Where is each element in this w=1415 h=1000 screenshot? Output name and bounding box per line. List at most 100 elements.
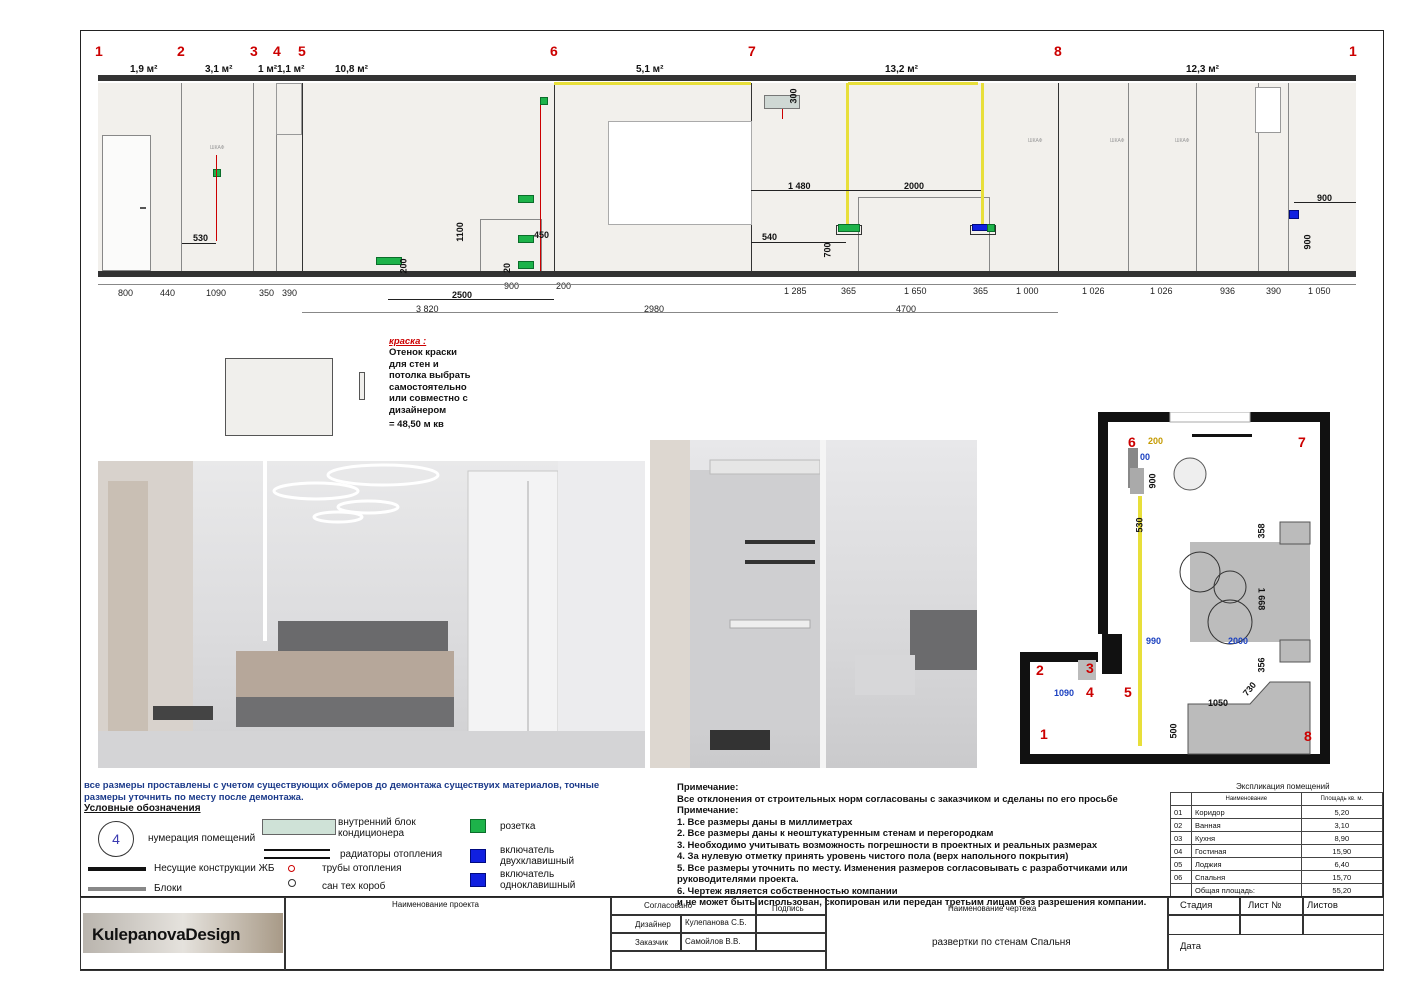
dim-label: 200 — [398, 258, 409, 274]
plan-axis-5: 5 — [1124, 684, 1132, 700]
wall-division — [1128, 83, 1129, 271]
dim-label: 2980 — [644, 304, 665, 314]
bearing-legend-icon — [88, 867, 146, 871]
plan-axis-8: 8 — [1304, 728, 1312, 744]
agreed-label: Согласовано — [644, 901, 693, 910]
wardrobe-label: ШКАФ — [210, 145, 225, 151]
table-cell: 02 — [1170, 818, 1192, 832]
plan-axis-2: 2 — [1036, 662, 1044, 678]
dim-label: 1090 — [206, 288, 227, 298]
axis-7: 7 — [748, 43, 756, 59]
table-cell: 5,20 — [1300, 805, 1384, 819]
axis-1-end: 1 — [1349, 43, 1357, 59]
wardrobe-label: ШКАФ — [1028, 138, 1043, 144]
plan-dim: 990 — [1146, 636, 1162, 646]
floor-slab — [98, 271, 1356, 277]
led-strip — [981, 83, 984, 231]
dim-label: 900 — [504, 281, 520, 291]
sheet-label: Лист № — [1248, 900, 1282, 911]
area-label: 3,1 м² — [205, 64, 233, 75]
sign2-cell — [756, 933, 826, 951]
plan-axis-4: 4 — [1086, 684, 1094, 700]
dim-line — [302, 312, 1058, 313]
area-label: 13,2 м² — [885, 64, 918, 75]
switch2-legend-icon — [470, 849, 486, 863]
dim-line — [751, 190, 981, 191]
table-cell: 01 — [1170, 805, 1192, 819]
designer-name: Кулепанова С.Б. — [685, 918, 747, 927]
logo-cell — [80, 897, 285, 971]
dim-label: 1 026 — [1082, 286, 1105, 296]
paint-text: Отенок краски для стен и потолка выбрать… — [389, 347, 471, 416]
notes-item: 5. Все размеры уточнить по месту. Измене… — [677, 862, 1128, 886]
box-legend-icon — [288, 879, 296, 887]
drawing-name-cell — [826, 897, 1168, 971]
table-cell: Гостиная — [1191, 844, 1302, 858]
paint-sample-strip — [359, 372, 365, 400]
pipes-legend-icon — [288, 865, 295, 872]
table-cell: Лоджия — [1191, 857, 1302, 871]
legend-switch1: включатель одноклавишный — [500, 869, 576, 891]
legend-switch2: включатель двухклавишный — [500, 845, 575, 867]
socket-icon — [540, 97, 548, 105]
dim-label: 350 — [259, 288, 275, 298]
axis-6: 6 — [550, 43, 558, 59]
title-block: KulepanovaDesign Наименование проекта Со… — [80, 896, 1384, 971]
sign1-cell — [756, 915, 826, 933]
wall-division — [276, 83, 277, 271]
logo — [83, 913, 283, 953]
plan-axis-3: 3 — [1086, 660, 1094, 676]
dim-label: 1 000 — [1016, 286, 1039, 296]
empty-cell — [611, 951, 826, 971]
designer-label-cell — [611, 915, 681, 933]
dim-line — [388, 299, 554, 300]
dim-label: 1 026 — [1150, 286, 1173, 296]
signature-label: Подпись — [772, 904, 804, 913]
axis-4: 4 — [273, 43, 281, 59]
dim-line — [98, 284, 1356, 285]
legend: Условные обозначения 4 нумерация помещен… — [82, 803, 642, 894]
date-inner-cell — [1303, 915, 1384, 935]
socket-icon — [213, 169, 221, 177]
area-label: 1,9 м² — [130, 64, 158, 75]
axis-2: 2 — [177, 43, 185, 59]
notes-item: 3. Необходимо учитывать возможность погр… — [677, 839, 1098, 851]
sheets-cell — [1303, 897, 1384, 915]
dim-label: 365 — [973, 286, 989, 296]
dim-label: 20 — [502, 262, 513, 274]
plan-dim: 1 668 — [1256, 587, 1267, 611]
dim-line — [182, 243, 216, 244]
stage-cell — [1168, 897, 1240, 915]
notes-item: и не может быть использован, скопирован … — [677, 897, 1147, 908]
dim-label: 1 650 — [904, 286, 927, 296]
render-bedroom-photo — [98, 461, 645, 768]
table-cell: 06 — [1170, 870, 1192, 884]
table-cell: Площадь кв. м. — [1300, 792, 1384, 806]
tv-panel — [608, 121, 752, 225]
legend-socket: розетка — [500, 821, 536, 832]
sheets-label: Листов — [1307, 900, 1338, 911]
wall-division — [1196, 83, 1197, 271]
stage-label: Стадия — [1180, 900, 1213, 911]
plan-dim: 500 — [1168, 723, 1179, 739]
drawing-frame — [80, 30, 1384, 970]
table-cell — [1170, 883, 1192, 897]
door — [102, 135, 151, 271]
dim-label: 1 285 — [784, 286, 807, 296]
client-name: Самойлов В.В. — [685, 937, 741, 946]
date-inner-cell — [1168, 915, 1240, 935]
axis-8: 8 — [1054, 43, 1062, 59]
dimension-rows: 800 440 1090 350 390 1 285 365 1 650 365… — [98, 278, 1356, 318]
wall-division — [253, 83, 254, 271]
legend-blocks: Блоки — [154, 883, 182, 894]
socket-legend-icon — [470, 819, 486, 833]
signature-cell — [756, 897, 826, 915]
red-guide — [540, 105, 541, 271]
drawing-name: развертки по стенам Спальня — [932, 937, 1071, 948]
wall-division — [302, 83, 303, 271]
client-cell — [681, 933, 756, 951]
